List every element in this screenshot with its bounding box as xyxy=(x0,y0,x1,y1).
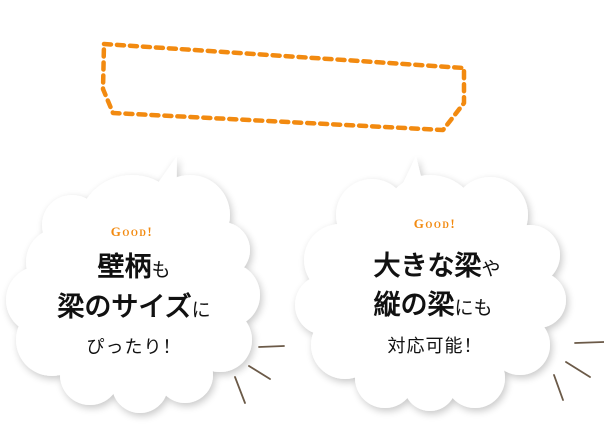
left-line-2: 梁のサイズに xyxy=(30,294,238,321)
left-line-1-strong: 壁柄 xyxy=(97,252,152,283)
right-line-2-strong: 縦の梁 xyxy=(373,290,455,321)
right-cloud xyxy=(295,156,566,411)
left-emphasis-lines xyxy=(234,345,285,404)
left-line-3: ぴったり！ xyxy=(86,337,182,358)
right-line-1: 大きな梁や xyxy=(337,253,537,280)
left-good-badge: Good! xyxy=(110,224,154,239)
left-line-1-soft: も xyxy=(151,259,171,281)
left-line-1: 壁柄も xyxy=(40,254,228,281)
right-line-3: 対応可能！ xyxy=(387,336,483,357)
right-line-1-strong: 大きな梁 xyxy=(373,251,482,282)
right-line-2-soft: にも xyxy=(454,297,493,319)
right-line-1-soft: や xyxy=(481,258,501,280)
left-cloud xyxy=(6,156,260,413)
right-good-badge: Good! xyxy=(413,216,457,231)
left-line-2-strong: 梁のサイズ xyxy=(57,292,192,323)
right-emphasis-lines xyxy=(553,341,604,401)
right-line-2: 縦の梁にも xyxy=(333,292,533,319)
left-line-2-soft: に xyxy=(191,299,211,321)
